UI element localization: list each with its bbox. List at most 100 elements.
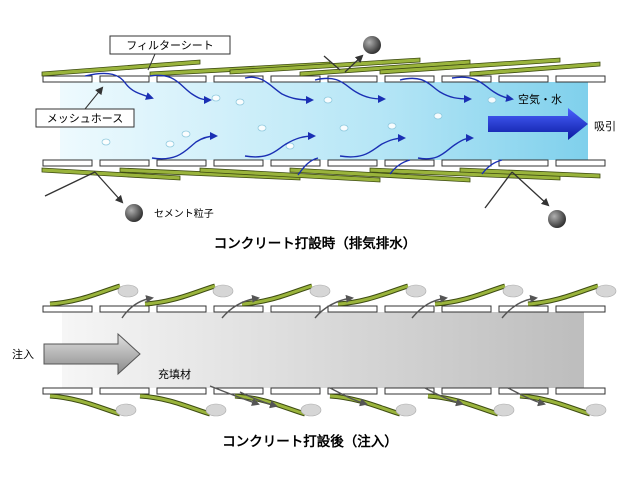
water-droplet	[323, 96, 333, 104]
hose-wall-slat	[498, 387, 549, 395]
hose-wall-slat	[270, 159, 321, 167]
filter-sheet-curve	[144, 284, 216, 306]
filter-sheet-layers	[49, 283, 599, 417]
filter-sheet-strip	[469, 61, 601, 77]
injection-arrow	[43, 332, 141, 376]
hose-wall-slat	[99, 387, 150, 395]
filter-sheet-curve	[527, 284, 599, 306]
hose-wall-slat	[42, 75, 93, 83]
water-droplet	[339, 124, 349, 132]
filler-blob	[405, 284, 427, 298]
cement-particle-label: セメント粒子	[154, 207, 214, 220]
hose-wall-slat	[384, 159, 435, 167]
water-droplet	[181, 130, 191, 138]
hose-wall-slat	[327, 305, 378, 313]
filler-blob	[212, 284, 234, 298]
filter-sheet-strip	[459, 167, 601, 179]
water-droplet	[211, 94, 221, 102]
hose-wall-slat	[498, 305, 549, 313]
hose-wall-bottom	[42, 387, 606, 395]
hose-wall-slat	[213, 305, 264, 313]
hose-wall-slat	[42, 387, 93, 395]
water-droplet	[165, 140, 175, 148]
water-droplet	[487, 96, 497, 104]
bottom-panel-caption: コンクリート打設後（注入）	[222, 433, 398, 450]
hose-wall-slat	[555, 75, 606, 83]
filter-sheet-strip	[41, 59, 201, 77]
hose-wall-slat	[42, 305, 93, 313]
top-panel-caption: コンクリート打設時（排気排水）	[214, 235, 417, 252]
bottom-panel: 注入 充填材 コンクリート打設後（注入）	[12, 283, 617, 450]
filter-sheet-label-box	[109, 35, 231, 55]
mesh-hose-label: メッシュホース	[47, 112, 123, 125]
hose-wall-slat	[156, 387, 207, 395]
hose-wall-slat	[384, 305, 435, 313]
hose-wall-slat	[441, 305, 492, 313]
cement-particle	[548, 210, 566, 228]
hose-wall-slat	[498, 75, 549, 83]
filter-sheet-strip	[289, 167, 471, 183]
filler-blob	[595, 284, 617, 298]
hose-wall-slat	[42, 159, 93, 167]
cement-particle	[363, 36, 381, 54]
air-water-label: 空気・水	[518, 92, 562, 106]
hose-interior-filler	[62, 312, 584, 388]
water-droplet	[257, 124, 267, 132]
filler-seepage	[115, 284, 617, 417]
filler-blob	[502, 284, 524, 298]
suction-arrow	[488, 108, 588, 140]
hose-wall-slat	[498, 159, 549, 167]
filler-blob	[395, 403, 417, 417]
filler-blob	[115, 403, 137, 417]
filler-label: 充填材	[158, 367, 191, 381]
filter-sheet-strip	[41, 167, 181, 181]
air-water-flow-arrows	[84, 72, 514, 176]
hose-wall-slat	[384, 387, 435, 395]
filler-flow-arrows	[121, 294, 546, 409]
hose-wall-slat	[270, 75, 321, 83]
filter-sheet-strip	[379, 57, 561, 75]
water-droplet	[285, 142, 295, 150]
water-droplet	[433, 112, 443, 120]
water-droplets	[101, 94, 497, 150]
water-droplet	[387, 122, 397, 130]
hose-wall-slat	[270, 387, 321, 395]
cement-particle	[125, 204, 143, 222]
hose-wall-bottom	[42, 159, 606, 167]
filter-sheet-layers	[41, 57, 601, 183]
hose-wall-slat	[213, 159, 264, 167]
injection-label: 注入	[12, 347, 34, 361]
filter-sheet-curve	[519, 394, 591, 416]
filler-blob	[309, 284, 331, 298]
filter-sheet-curve	[337, 284, 409, 306]
filler-blob	[585, 403, 607, 417]
water-droplet	[235, 98, 245, 106]
hose-wall-slat	[441, 159, 492, 167]
filter-sheet-curve	[139, 394, 211, 416]
hose-wall-slat	[441, 75, 492, 83]
hose-wall-slat	[327, 159, 378, 167]
filter-sheet-curve	[241, 284, 313, 306]
filter-sheet-curve	[329, 394, 401, 416]
filler-blob	[117, 284, 139, 298]
filter-sheet-curve	[49, 394, 121, 416]
hose-wall-slat	[99, 159, 150, 167]
filter-sheet-curve	[434, 284, 506, 306]
cement-particles	[44, 36, 566, 228]
filter-sheet-strip	[199, 167, 381, 183]
suction-label: 吸引	[594, 119, 616, 133]
hose-wall-slat	[99, 305, 150, 313]
hose-wall-slat	[156, 159, 207, 167]
hose-wall-slat	[441, 387, 492, 395]
filter-sheet-curve	[427, 394, 499, 416]
filter-sheet-label: フィルターシート	[126, 39, 214, 52]
filter-sheet-curve	[49, 284, 121, 306]
filler-blob	[205, 403, 227, 417]
filler-blob	[300, 403, 322, 417]
hose-wall-slat	[270, 305, 321, 313]
hose-wall-top	[42, 305, 606, 313]
water-droplet	[101, 138, 111, 146]
hose-wall-slat	[156, 75, 207, 83]
hose-wall-slat	[327, 387, 378, 395]
